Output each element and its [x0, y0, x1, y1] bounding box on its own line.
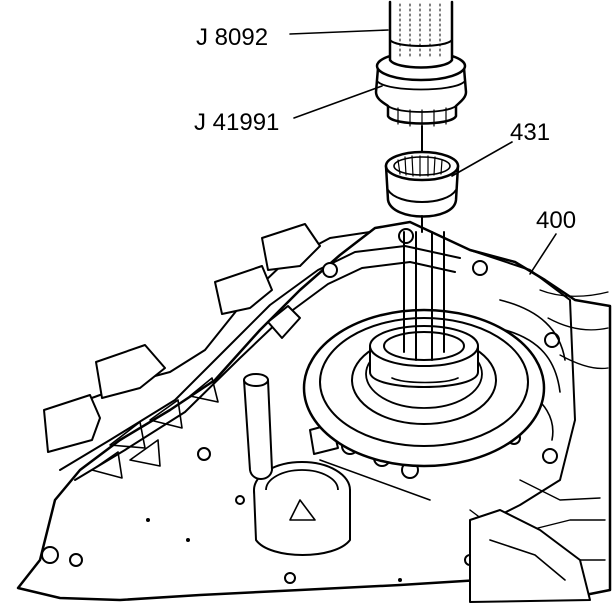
label-400: 400 [536, 207, 576, 234]
label-j8092: J 8092 [196, 24, 268, 51]
bearing-bore [302, 231, 546, 468]
label-431: 431 [510, 119, 550, 146]
leader-lines [289, 29, 557, 275]
driver-handle-j8092 [388, 0, 454, 69]
bearing-431 [384, 150, 460, 218]
label-j41991: J 41991 [194, 109, 279, 136]
